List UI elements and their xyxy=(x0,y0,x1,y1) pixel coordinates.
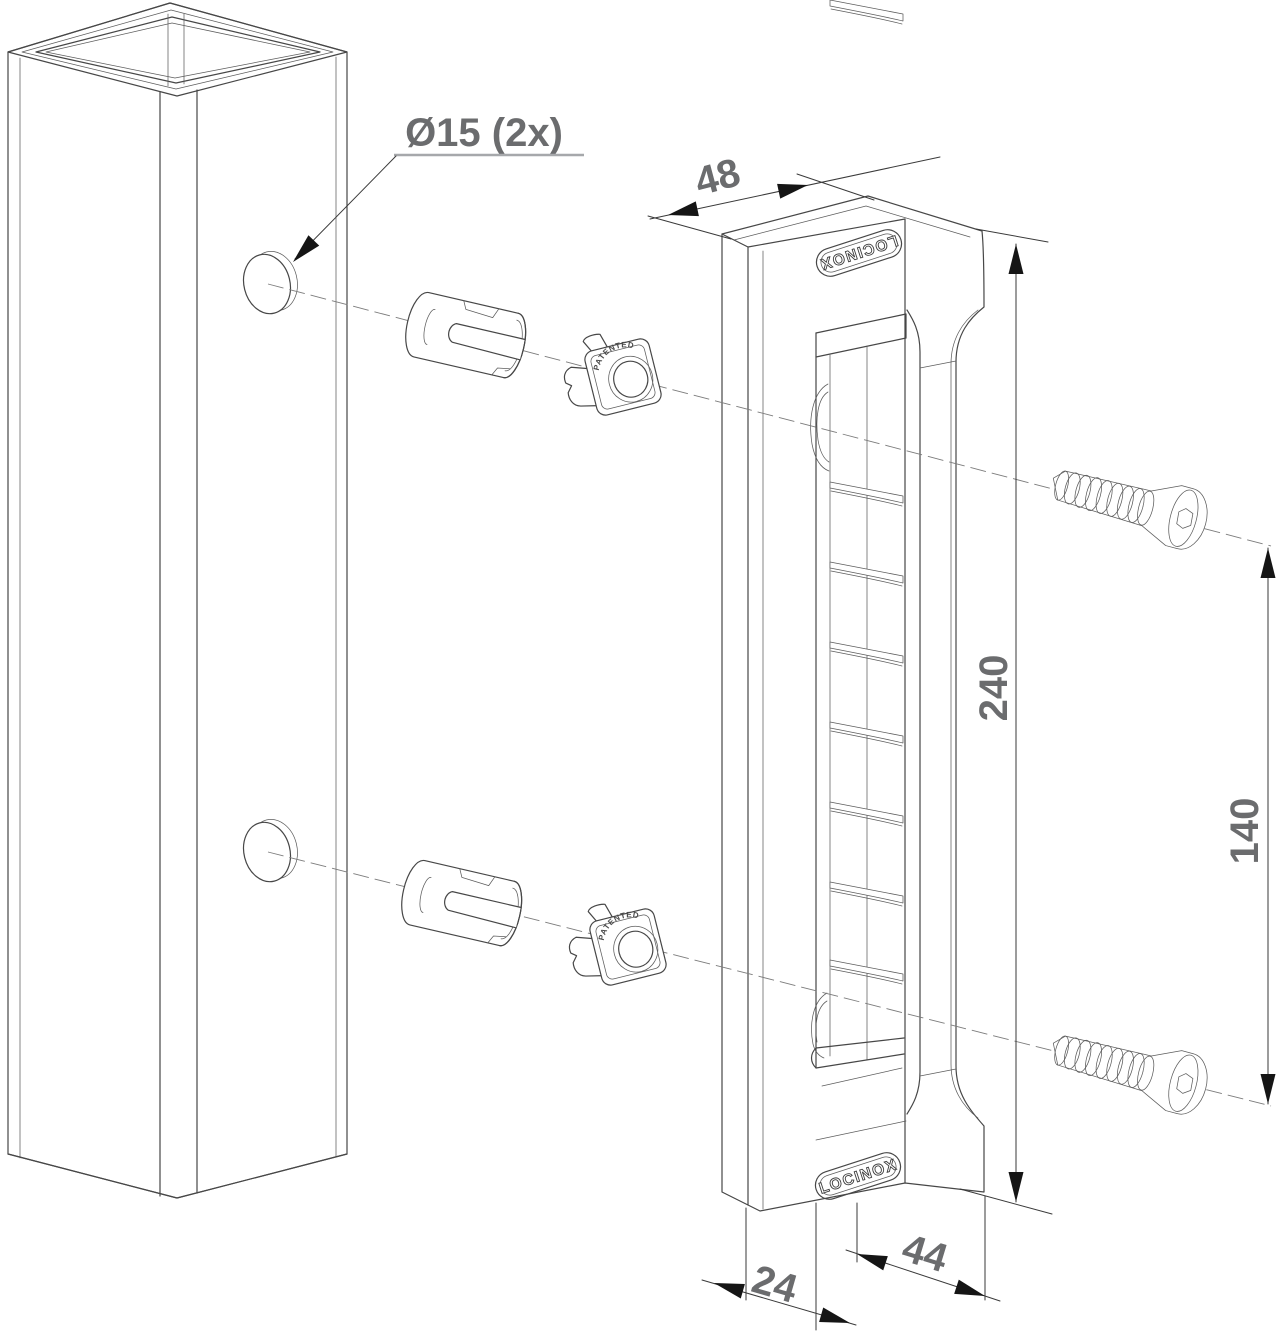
patented-insert-top: PATENTED xyxy=(563,333,662,416)
dim-width-24: 24 xyxy=(701,1202,857,1331)
post-hole-top xyxy=(242,250,298,315)
post-hole-bottom xyxy=(242,818,298,883)
dim-48-text: 48 xyxy=(690,150,744,204)
dim-240-text: 240 xyxy=(972,655,1016,722)
catch-rib xyxy=(829,0,904,25)
screw-bottom xyxy=(1043,1017,1214,1120)
catch-silhouette xyxy=(721,195,985,1212)
expander-plug-top xyxy=(405,291,527,379)
hole-diameter-callout: Ø15 (2x) xyxy=(287,111,584,268)
dim-24-text: 24 xyxy=(747,1257,803,1312)
dim-height-240: 240 xyxy=(959,228,1053,1215)
dim-width-44: 44 xyxy=(845,1195,1001,1304)
gate-catch: LOCINOX LOCINOX xyxy=(721,0,985,1212)
dim-spacing-140: 140 xyxy=(1223,547,1276,1105)
dim-44-text: 44 xyxy=(897,1226,953,1281)
gate-post xyxy=(7,2,348,1199)
screw-top xyxy=(1052,470,1208,550)
dim-depth-48: 48 xyxy=(647,150,941,240)
dim-140-text: 140 xyxy=(1223,798,1267,865)
expander-plug-bottom xyxy=(395,856,528,950)
patented-insert-bottom xyxy=(560,891,669,994)
hole-diameter-label: Ø15 (2x) xyxy=(405,111,563,155)
